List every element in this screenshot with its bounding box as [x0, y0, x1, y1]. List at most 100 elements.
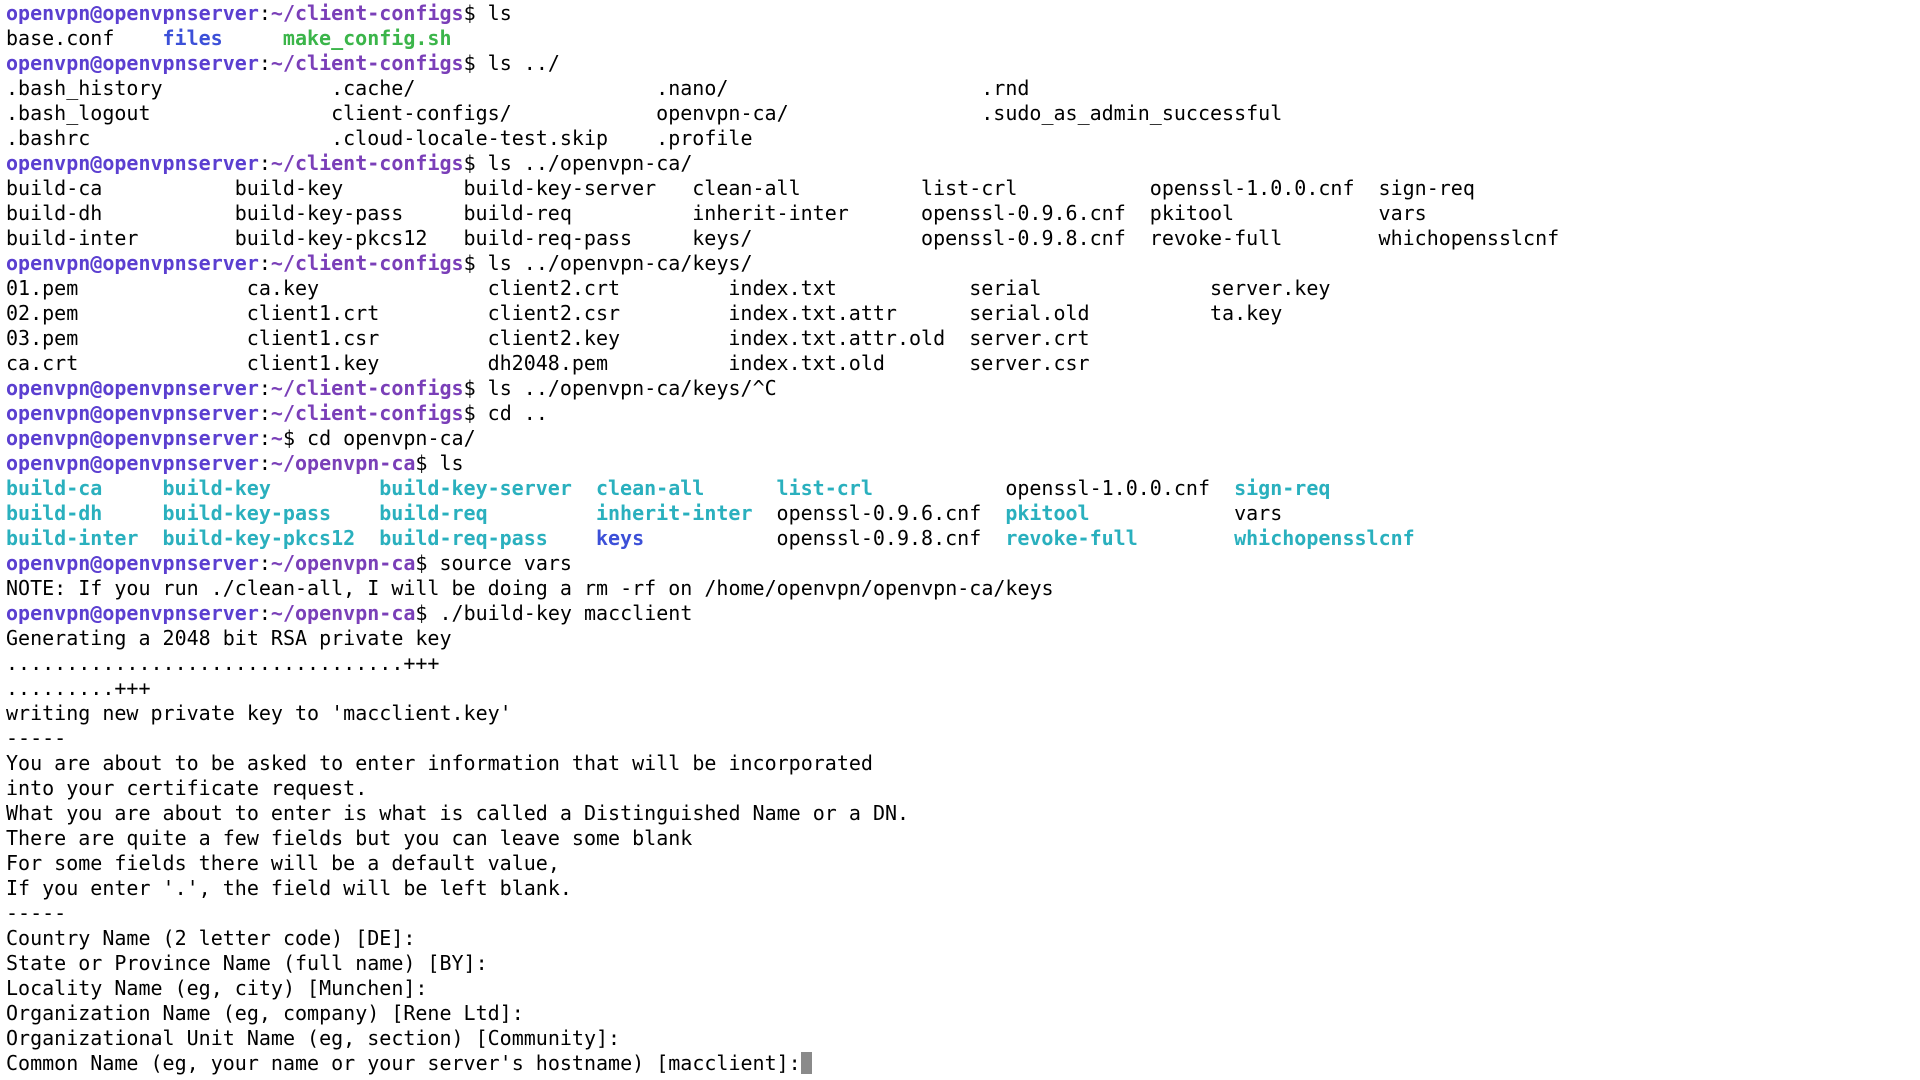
prompt-separator: : — [258, 1, 271, 25]
output-text: If you enter '.', the field will be left… — [6, 876, 572, 900]
prompt-user: openvpn@openvpnserver — [6, 401, 259, 425]
output-text: What you are about to enter is what is c… — [6, 801, 910, 825]
listing-entry: 02.pem — [6, 301, 79, 325]
listing-entry: build-key-pkcs12 — [162, 526, 356, 550]
listing-entry: ta.key — [1210, 301, 1283, 325]
prompt-separator: : — [258, 376, 271, 400]
listing-entry: openssl-1.0.0.cnf — [1005, 476, 1211, 500]
listing-entry: build-req-pass — [379, 526, 548, 550]
listing-entry: index.txt.attr.old — [728, 326, 946, 350]
listing-entry: 03.pem — [6, 326, 79, 350]
output-line: Locality Name (eg, city) [Munchen]: — [6, 976, 1906, 1001]
prompt-separator: : — [258, 551, 271, 575]
output-line: Generating a 2048 bit RSA private key — [6, 626, 1906, 651]
prompt-line: openvpn@openvpnserver:~/client-configs$ … — [6, 151, 1906, 176]
listing-entry: whichopensslcnf — [1234, 526, 1415, 550]
listing-entry: sign-req — [1378, 176, 1475, 200]
listing-entry: clean-all — [595, 476, 705, 500]
prompt-separator: : — [258, 426, 271, 450]
prompt-path: ~/openvpn-ca — [270, 601, 416, 625]
output-line: .........+++ — [6, 676, 1906, 701]
listing-entry: list-crl — [921, 176, 1018, 200]
listing-entry: .rnd — [981, 76, 1030, 100]
listing-entry: revoke-full — [1005, 526, 1138, 550]
listing-entry: pkitool — [1005, 501, 1090, 525]
prompt-user: openvpn@openvpnserver — [6, 51, 259, 75]
listing-entry: build-req — [379, 501, 488, 525]
output-line: writing new private key to 'macclient.ke… — [6, 701, 1906, 726]
command-text: $ ls ../openvpn-ca/ — [463, 151, 693, 175]
listing-entry: build-dh — [6, 501, 103, 525]
listing-entry: .bash_logout — [6, 101, 151, 125]
prompt-path: ~/openvpn-ca — [270, 551, 416, 575]
prompt-separator: : — [258, 151, 271, 175]
prompt-separator: : — [258, 251, 271, 275]
prompt-path: ~/openvpn-ca — [270, 451, 416, 475]
prompt-separator: : — [258, 601, 271, 625]
command-text: $ cd openvpn-ca/ — [282, 426, 476, 450]
output-text: .................................+++ — [6, 651, 440, 675]
prompt-path: ~/client-configs — [270, 251, 464, 275]
command-text: $ ls ../openvpn-ca/keys/^C — [463, 376, 777, 400]
listing-entry: .cloud-locale-test.skip — [331, 126, 609, 150]
prompt-line: openvpn@openvpnserver:~/openvpn-ca$ ./bu… — [6, 601, 1906, 626]
listing-entry: openssl-0.9.6.cnf — [921, 201, 1126, 225]
input-prompt-line: Common Name (eg, your name or your serve… — [6, 1051, 1906, 1076]
prompt-path: ~/client-configs — [270, 401, 464, 425]
prompt-user: openvpn@openvpnserver — [6, 1, 259, 25]
output-line: There are quite a few fields but you can… — [6, 826, 1906, 851]
output-text: ----- — [6, 726, 67, 750]
output-line: .................................+++ — [6, 651, 1906, 676]
listing-entry: keys — [595, 526, 645, 550]
listing-entry: .cache/ — [331, 76, 416, 100]
output-text: into your certificate request. — [6, 776, 368, 800]
listing-entry: 01.pem — [6, 276, 79, 300]
listing-row: build-inter build-key-pkcs12 build-req-pas… — [6, 526, 1906, 551]
command-text: $ ls ../ — [463, 51, 560, 75]
listing-entry: inherit-inter — [595, 501, 753, 525]
listing-entry: vars — [1234, 501, 1283, 525]
prompt-path: ~/client-configs — [270, 1, 464, 25]
prompt-user: openvpn@openvpnserver — [6, 551, 259, 575]
listing-entry: sign-req — [1234, 476, 1331, 500]
listing-entry: build-ca — [6, 476, 103, 500]
listing-entry: build-inter — [6, 526, 139, 550]
command-text: $ ls — [463, 1, 512, 25]
listing-entry: openssl-0.9.8.cnf — [921, 226, 1126, 250]
output-text: NOTE: If you run ./clean-all, I will be … — [6, 576, 1054, 600]
output-line: If you enter '.', the field will be left… — [6, 876, 1906, 901]
output-text: There are quite a few fields but you can… — [6, 826, 693, 850]
prompt-line: openvpn@openvpnserver:~/openvpn-ca$ ls — [6, 451, 1906, 476]
listing-entry: client2.key — [487, 326, 621, 350]
listing-entry: index.txt.attr — [728, 301, 897, 325]
prompt-user: openvpn@openvpnserver — [6, 426, 259, 450]
listing-entry: serial.old — [969, 301, 1090, 325]
prompt-separator: : — [258, 401, 271, 425]
listing-entry: base.conf — [6, 26, 115, 50]
listing-entry: server.key — [1210, 276, 1331, 300]
output-text: Generating a 2048 bit RSA private key — [6, 626, 452, 650]
output-line: ----- — [6, 901, 1906, 926]
prompt-user: openvpn@openvpnserver — [6, 601, 259, 625]
listing-entry: ca.key — [246, 276, 320, 300]
listing-entry: build-inter — [6, 226, 139, 250]
prompt-separator: : — [258, 51, 271, 75]
prompt-user: openvpn@openvpnserver — [6, 451, 259, 475]
prompt-line: openvpn@openvpnserver:~/client-configs$ … — [6, 1, 1906, 26]
output-text: Locality Name (eg, city) [Munchen]: — [6, 976, 428, 1000]
listing-entry: client2.crt — [487, 276, 621, 300]
listing-entry: revoke-full — [1149, 226, 1283, 250]
listing-entry: dh2048.pem — [487, 351, 609, 375]
listing-entry: clean-all — [692, 176, 801, 200]
listing-entry: index.txt — [728, 276, 837, 300]
listing-entry: build-key-server — [379, 476, 572, 500]
output-line: Organization Name (eg, company) [Rene Lt… — [6, 1001, 1906, 1026]
output-text: Country Name (2 letter code) [DE]: — [6, 926, 416, 950]
output-line: You are about to be asked to enter infor… — [6, 751, 1906, 776]
